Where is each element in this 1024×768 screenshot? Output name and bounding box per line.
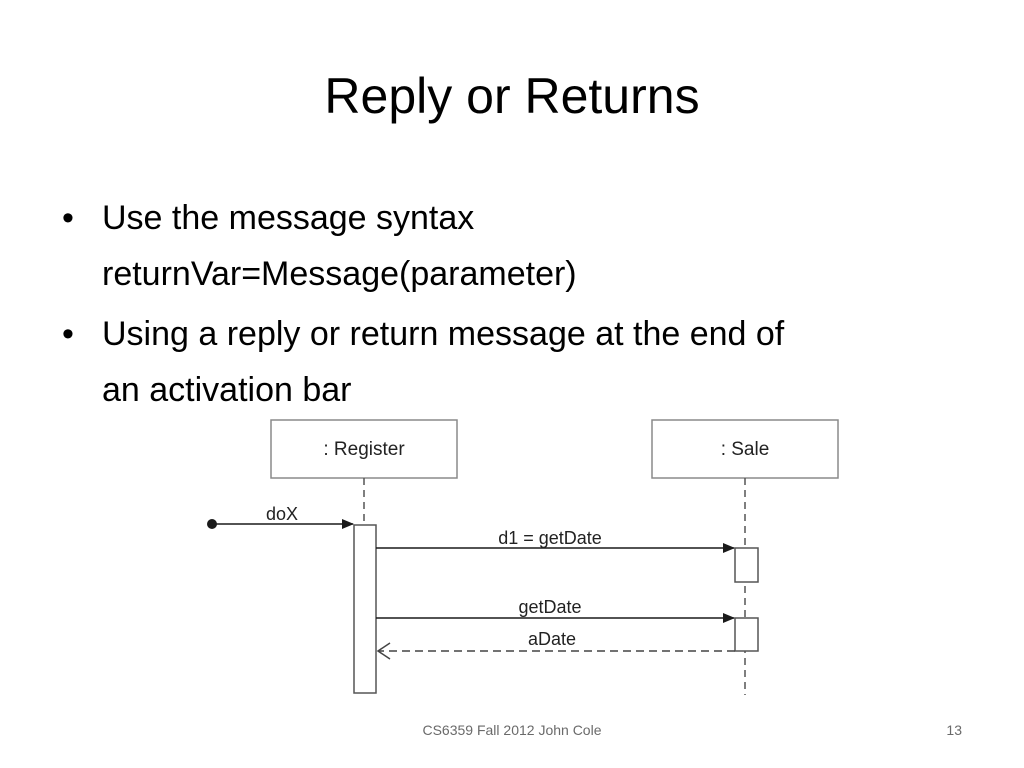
footer-text: CS6359 Fall 2012 John Cole [422,722,602,738]
bullet-item: • Use the message syntax returnVar=Messa… [60,190,990,302]
bullet-list: • Use the message syntax returnVar=Messa… [60,190,990,422]
message-label: d1 = getDate [498,528,602,548]
bullet-dot: • [62,199,74,237]
message-label: getDate [518,597,581,617]
message-d1-getdate: d1 = getDate [376,528,735,553]
activation-bar-sale-2 [734,617,759,652]
bullet-item: • Using a reply or return message at the… [60,306,990,418]
bullet-text-line: Using a reply or return message at the e… [102,315,785,353]
bullet-dot: • [62,315,74,353]
message-label: doX [266,504,298,524]
bullet-text-line: returnVar=Message(parameter) [102,255,577,293]
lifeline-head-register [270,419,458,479]
lifeline-register: : Register [270,419,458,694]
activation-bar-sale-1 [734,547,759,583]
activation-bar-register [353,524,377,694]
bullet-text-line: Use the message syntax [102,199,475,237]
reply-arrowhead [376,642,391,660]
lifeline-label-register: : Register [323,439,405,460]
message-adate-reply: aDate [376,629,735,660]
slide-number: 13 [946,722,962,738]
lifeline-label-sale: : Sale [721,439,770,460]
lifeline-sale: : Sale [651,419,839,695]
message-label: aDate [528,629,576,649]
bullet-text-line: an activation bar [102,371,352,409]
message-dox: doX [207,504,354,529]
slide-title: Reply or Returns [324,68,700,124]
message-getdate: getDate [376,597,735,623]
